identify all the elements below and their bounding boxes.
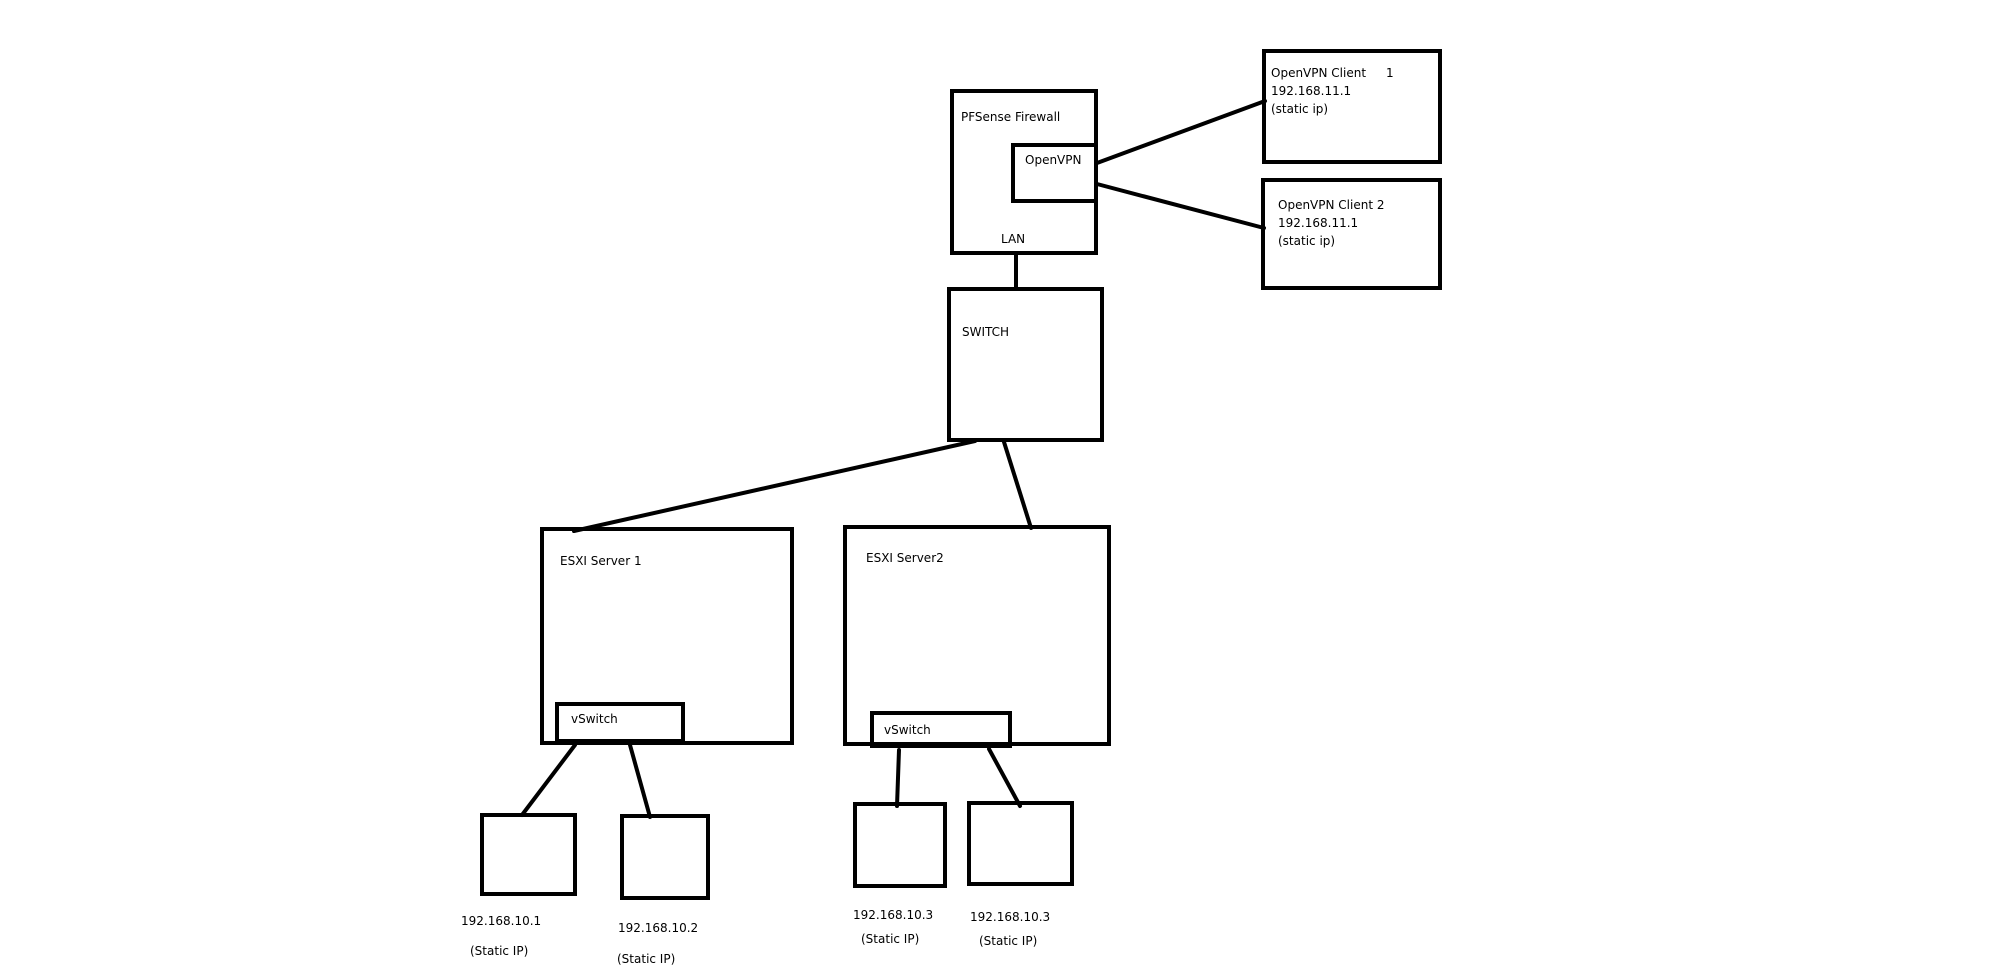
esxi2-vswitch-label: vSwitch — [884, 723, 931, 737]
esxi2-vswitch-box — [870, 711, 1012, 748]
esxi1-vm1-box — [480, 813, 577, 896]
client1-number: 1 — [1386, 66, 1394, 80]
esxi2-vm1-note: (Static IP) — [861, 932, 920, 946]
link-switch-esxi1 — [572, 439, 977, 533]
esxi2-vm1-ip: 192.168.10.3 — [853, 908, 934, 922]
switch-box — [947, 287, 1104, 442]
switch-label: SWITCH — [962, 325, 1010, 339]
esxi1-vm1-ip: 192.168.10.1 — [461, 914, 542, 928]
esxi1-vm2-box — [620, 814, 710, 900]
esxi2-vm2-ip: 192.168.10.3 — [970, 910, 1051, 924]
link-switch-esxi2 — [1002, 440, 1033, 530]
esxi1-label: ESXI Server 1 — [560, 554, 642, 568]
client2-title: OpenVPN Client 2 — [1278, 198, 1385, 212]
esxi1-vm2-ip: 192.168.10.2 — [618, 921, 699, 935]
openvpn-label: OpenVPN — [1025, 153, 1082, 167]
client2-box — [1261, 178, 1442, 290]
link-vswitch1-vm2 — [628, 743, 652, 819]
openvpn-box — [1011, 143, 1098, 203]
link-openvpn-client1 — [1095, 99, 1267, 165]
esxi1-vm1-note: (Static IP) — [470, 944, 529, 958]
client1-ip: 192.168.11.1 — [1271, 84, 1352, 98]
client2-ip: 192.168.11.1 — [1278, 216, 1359, 230]
client2-note: (static ip) — [1278, 234, 1336, 248]
client1-note: (static ip) — [1271, 102, 1329, 116]
link-vswitch1-vm1 — [520, 743, 577, 817]
link-openvpn-client2 — [1095, 182, 1266, 230]
esxi1-vm2-note: (Static IP) — [617, 952, 676, 966]
esxi2-label: ESXI Server2 — [866, 551, 944, 565]
link-vswitch2-vm2 — [987, 747, 1022, 808]
esxi2-vm2-box — [967, 801, 1074, 886]
esxi1-vswitch-label: vSwitch — [571, 712, 618, 726]
esxi1-box — [540, 527, 794, 745]
esxi1-vswitch-box — [555, 702, 685, 743]
client1-title: OpenVPN Client — [1271, 66, 1367, 80]
esxi2-vm2-note: (Static IP) — [979, 934, 1038, 948]
lan-label: LAN — [1001, 232, 1026, 246]
firewall-label: PFSense Firewall — [961, 110, 1061, 124]
esxi2-vm1-box — [853, 802, 947, 888]
link-vswitch2-vm1 — [895, 748, 901, 808]
client1-box — [1262, 49, 1442, 164]
